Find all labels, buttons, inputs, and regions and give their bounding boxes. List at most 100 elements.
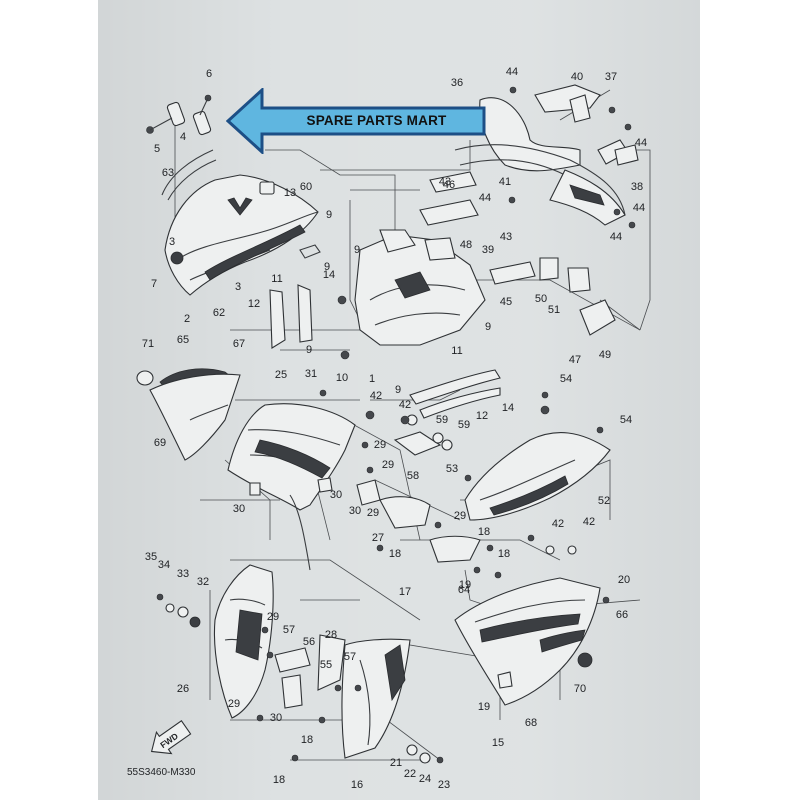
part-number-label: 44	[635, 137, 647, 149]
part-number-label: 67	[233, 338, 245, 350]
side-strips	[269, 284, 501, 419]
part-number-label: 29	[367, 507, 379, 519]
part-number-label: 12	[476, 410, 488, 422]
part-number-label: 19	[459, 579, 471, 591]
banner-text: SPARE PARTS MART	[306, 113, 447, 128]
part-number-label: 19	[478, 701, 490, 713]
part-number-label: 11	[451, 345, 462, 357]
part-number-label: 59	[458, 419, 470, 431]
diagram-code: 55S3460-M330	[127, 767, 196, 778]
part-number-label: 35	[145, 551, 157, 563]
bracket-group-top-left	[146, 94, 212, 136]
part-number-label: 30	[233, 503, 245, 515]
part-number-label: 31	[305, 368, 317, 380]
part-number-label: 18	[389, 548, 401, 560]
part-number-label: 24	[419, 773, 431, 785]
part-number-label: 9	[326, 209, 332, 221]
part-number-label: 47	[569, 354, 581, 366]
part-number-label: 9	[354, 244, 360, 256]
part-number-label: 18	[478, 526, 490, 538]
part-number-label: 17	[399, 586, 411, 598]
part-number-label: 46	[443, 179, 455, 191]
fwd-badge: FWD	[150, 720, 192, 755]
part-number-label: 4	[180, 131, 186, 143]
part-number-label: 51	[548, 304, 560, 316]
part-number-label: 60	[300, 181, 312, 193]
part-number-label: 9	[306, 344, 312, 356]
part-number-label: 70	[574, 683, 586, 695]
part-number-label: 38	[631, 181, 643, 193]
part-number-label: 28	[325, 629, 337, 641]
part-number-label: 23	[438, 779, 450, 791]
part-number-label: 44	[610, 231, 622, 243]
lower-right-cowl	[429, 535, 610, 706]
part-number-label: 41	[499, 176, 511, 188]
part-number-label: 9	[485, 321, 491, 333]
part-number-label: 34	[158, 559, 170, 571]
part-number-label: 1	[369, 373, 375, 385]
part-number-label: 15	[492, 737, 504, 749]
part-number-label: 54	[560, 373, 572, 385]
part-number-label: 29	[267, 611, 279, 623]
part-number-label: 29	[374, 439, 386, 451]
part-number-label: 62	[213, 307, 225, 319]
part-number-label: 30	[330, 489, 342, 501]
part-number-label: 55	[320, 659, 332, 671]
part-number-label: 11	[271, 273, 282, 285]
left-side-panel	[136, 368, 241, 461]
part-number-label: 20	[618, 574, 630, 586]
part-number-label: 26	[177, 683, 189, 695]
part-number-label: 18	[498, 548, 510, 560]
lower-left-cowl	[156, 534, 577, 764]
part-number-label: 48	[460, 239, 472, 251]
part-number-label: 6	[206, 68, 212, 80]
part-number-label: 12	[248, 298, 260, 310]
part-number-label: 27	[372, 532, 384, 544]
part-number-label: 66	[616, 609, 628, 621]
part-number-label: 18	[301, 734, 313, 746]
part-number-label: 14	[502, 402, 514, 414]
part-number-label: 68	[525, 717, 537, 729]
part-number-label: 44	[506, 66, 518, 78]
part-number-label: 16	[351, 779, 363, 791]
part-number-label: 32	[197, 576, 209, 588]
part-number-label: 14	[323, 269, 335, 281]
part-number-label: 7	[151, 278, 157, 290]
front-cowl-assembly	[161, 149, 321, 296]
part-number-label: 42	[552, 518, 564, 530]
part-number-label: 3	[235, 281, 241, 293]
part-number-label: 43	[439, 176, 451, 188]
part-number-label: 25	[275, 369, 287, 381]
part-number-label: 37	[605, 71, 617, 83]
part-number-label: 53	[446, 463, 458, 475]
part-number-label: 52	[598, 495, 610, 507]
part-number-label: 10	[336, 372, 348, 384]
part-number-label: 39	[482, 244, 494, 256]
part-number-label: 29	[228, 698, 240, 710]
part-number-label: 42	[370, 390, 382, 402]
part-number-label: 64	[458, 584, 470, 596]
part-number-label: 42	[399, 399, 411, 411]
part-number-labels: 1233456799999910111112121314141516171818…	[142, 66, 647, 791]
part-number-label: 44	[479, 192, 491, 204]
part-number-label: 42	[583, 516, 595, 528]
rear-frame-assembly	[419, 84, 639, 336]
part-number-label: 5	[154, 143, 160, 155]
part-number-label: 9	[324, 261, 330, 273]
part-number-label: 30	[270, 712, 282, 724]
part-number-label: 69	[154, 437, 166, 449]
part-number-label: 43	[500, 231, 512, 243]
part-number-label: 57	[283, 624, 295, 636]
part-number-label: 33	[177, 568, 189, 580]
right-side-cowl	[464, 391, 611, 521]
part-number-label: 36	[451, 77, 463, 89]
part-number-label: 58	[407, 470, 419, 482]
part-number-label: 63	[162, 167, 174, 179]
part-number-label: 40	[571, 71, 583, 83]
part-number-label: 57	[344, 651, 356, 663]
part-number-label: 45	[500, 296, 512, 308]
part-number-label: 30	[349, 505, 361, 517]
part-number-label: 18	[273, 774, 285, 786]
center-bracket	[337, 229, 486, 360]
